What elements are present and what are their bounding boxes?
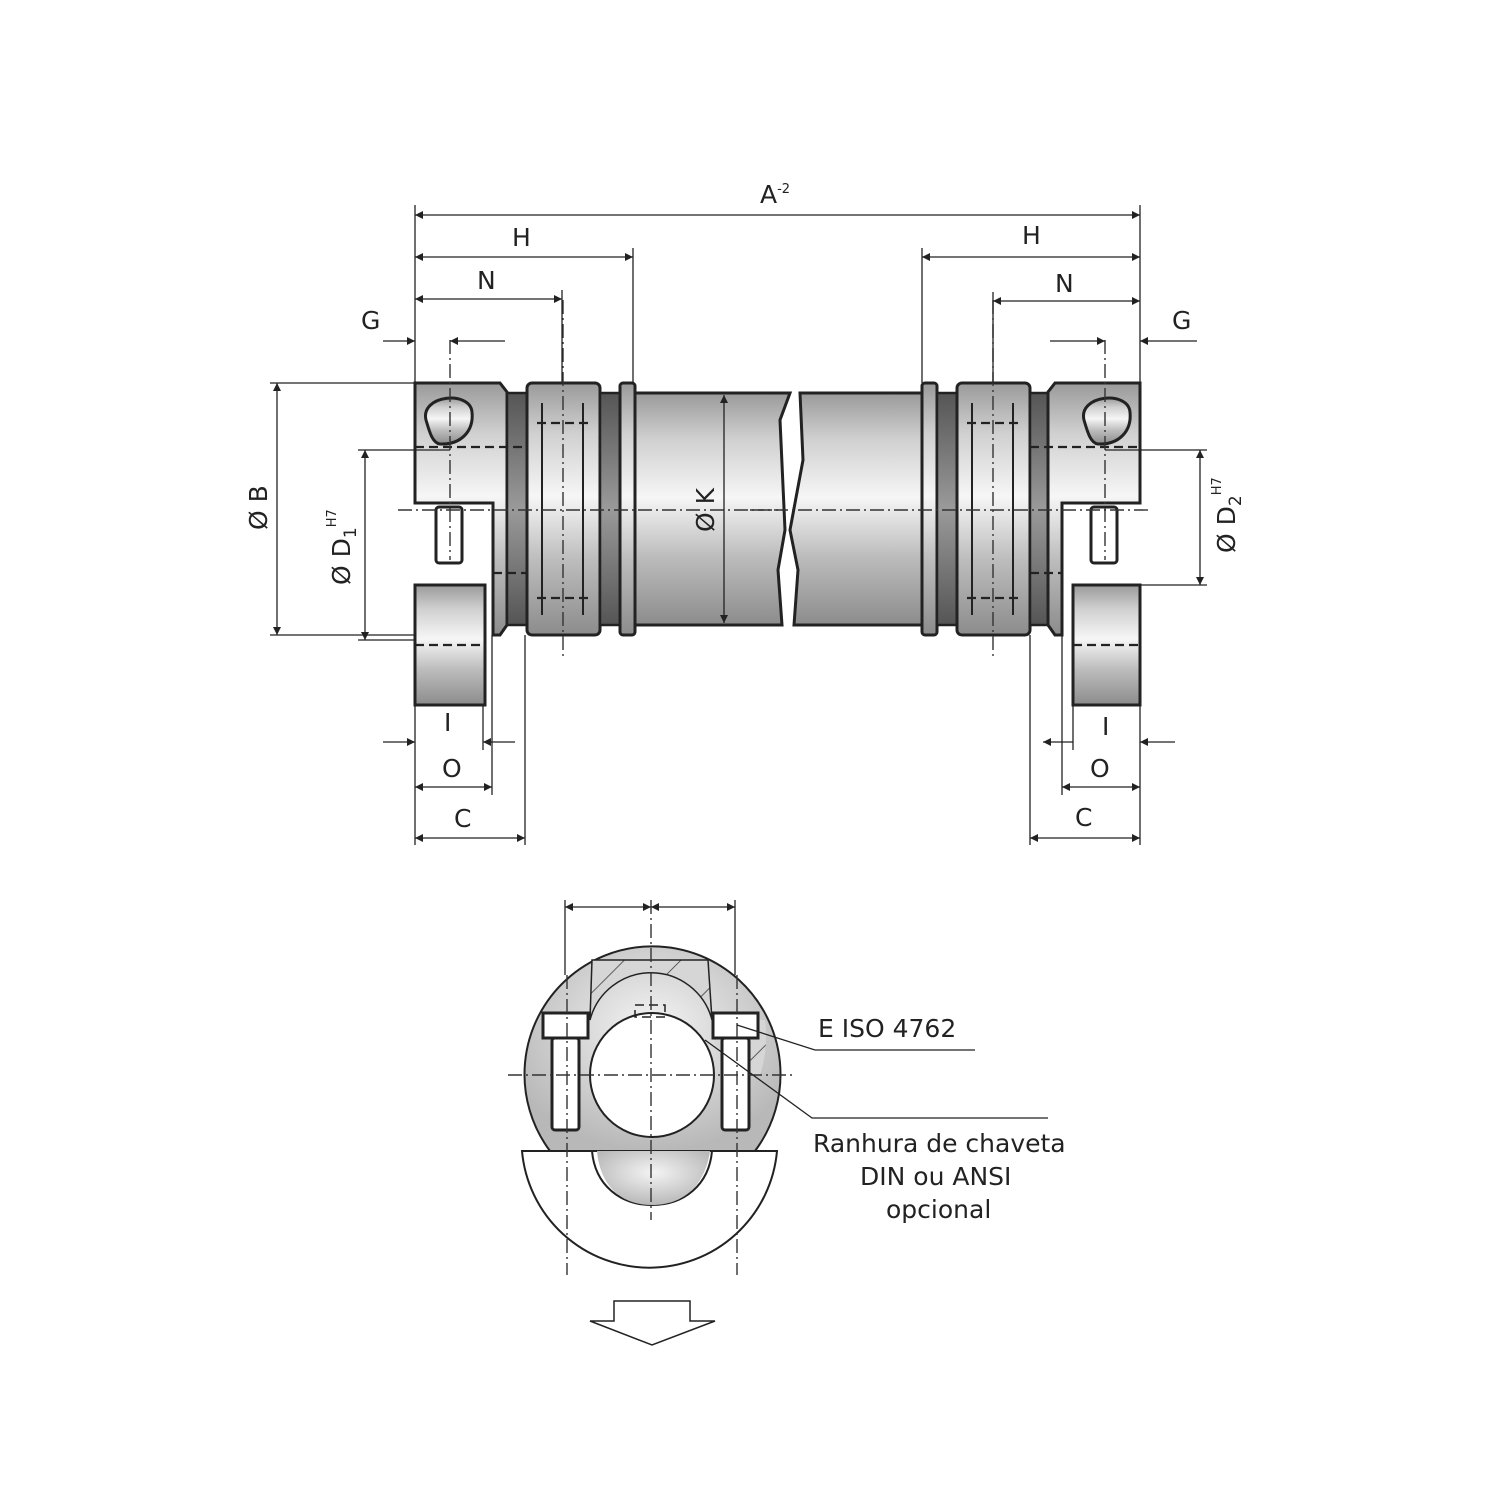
label-n-right: N	[1055, 269, 1074, 298]
keyway-annotation-line3: opcional	[886, 1195, 991, 1224]
left-collar	[618, 381, 637, 637]
screw-annotation: E ISO 4762	[818, 1014, 956, 1043]
dimensions	[270, 205, 1207, 845]
label-d2: Ø D2H7	[1210, 477, 1246, 553]
left-groove	[505, 391, 529, 627]
label-c-left: C	[454, 804, 471, 833]
label-c-right: C	[1075, 803, 1092, 832]
label-g-right: G	[1172, 306, 1191, 335]
right-key-slot	[1089, 505, 1119, 565]
label-h-left: H	[512, 223, 531, 252]
label-a: A-2	[760, 180, 790, 209]
label-o-right: O	[1090, 754, 1110, 783]
right-collar	[920, 381, 939, 637]
screw-left-head	[541, 1011, 590, 1040]
label-h-right: H	[1022, 221, 1041, 250]
dimension-labels: A-2 H H N N G G Ø B Ø D1H7 Ø K Ø D2H7 I …	[244, 180, 1246, 833]
label-g-left: G	[361, 306, 380, 335]
label-o-left: O	[442, 754, 462, 783]
label-i-right: I	[1102, 712, 1109, 741]
right-groove	[935, 391, 959, 627]
down-arrow-icon	[589, 1300, 716, 1346]
left-groove-2	[598, 391, 622, 627]
side-view	[398, 300, 1150, 707]
keyway-annotation-line2: DIN ou ANSI	[860, 1162, 1011, 1191]
label-d1: Ø D1H7	[325, 509, 361, 585]
label-k: Ø K	[691, 487, 720, 532]
hatched-section	[589, 959, 713, 1021]
screw-right-shank	[720, 1036, 751, 1132]
left-key-slot	[434, 505, 464, 565]
label-i-left: I	[444, 708, 451, 737]
label-b: Ø B	[244, 485, 273, 530]
keyway-annotation-line1: Ranhura de chaveta	[813, 1129, 1066, 1158]
screw-right-head	[711, 1011, 760, 1040]
section-view: E ISO 4762 Ranhura de chaveta DIN ou ANS…	[508, 900, 1066, 1346]
tube-right	[788, 391, 924, 627]
left-clamp-hole	[424, 396, 474, 446]
right-clamp-hole	[1082, 396, 1132, 446]
label-n-left: N	[477, 266, 496, 295]
screw-left-shank	[550, 1036, 581, 1132]
tube-left	[633, 391, 793, 627]
